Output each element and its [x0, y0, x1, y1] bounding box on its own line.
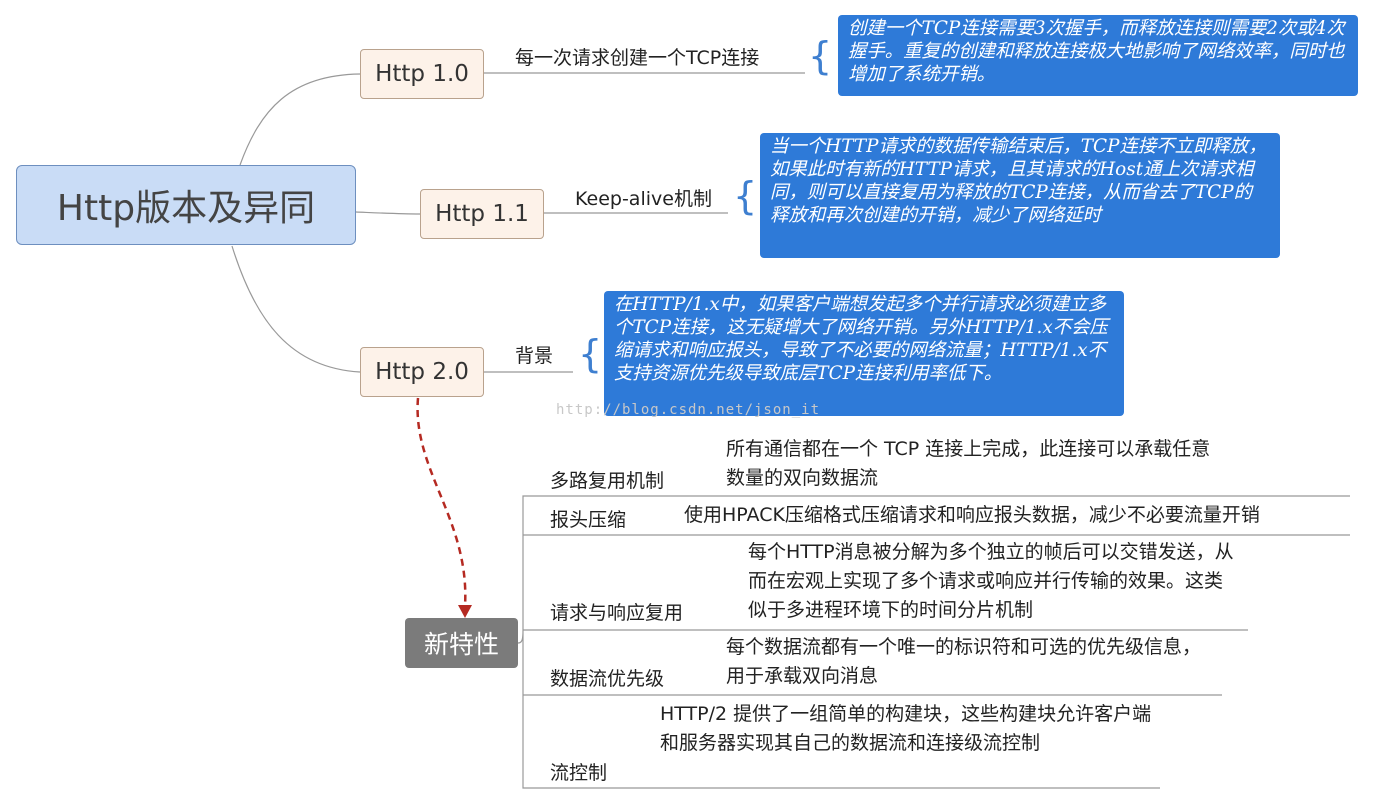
- features-node: 新特性: [405, 618, 518, 668]
- feature-desc-flow-control: HTTP/2 提供了一组简单的构建块，这些构建块允许客户端和服务器实现其自己的数…: [660, 703, 1152, 754]
- http10-note: 创建一个TCP连接需要3次握手，而释放连接则需要2次或4次握手。重复的创建和释放…: [838, 15, 1358, 96]
- root-to-http20-line: [231, 245, 361, 373]
- http10-label: 每一次请求创建一个TCP连接: [515, 47, 760, 69]
- http10-brace-icon: {: [808, 34, 833, 78]
- version-node-http10: Http 1.0: [360, 49, 484, 99]
- feature-desc-header-compression: 使用HPACK压缩格式压缩请求和响应报头数据，减少不必要流量开销: [684, 504, 1260, 526]
- http20-to-features-arrow: [416, 397, 467, 607]
- watermark: http://blog.csdn.net/json_it: [556, 402, 821, 418]
- feature-name-request-response-reuse: 请求与响应复用: [550, 602, 684, 624]
- version-name: Http 1.1: [435, 201, 529, 227]
- http11-label: Keep-alive机制: [575, 188, 712, 210]
- http20-brace-icon: {: [578, 332, 603, 376]
- feature-name-header-compression: 报头压缩: [550, 509, 627, 531]
- http20-note: 在HTTP/1.x中，如果客户端想发起多个并行请求必须建立多个TCP连接，这无疑…: [604, 291, 1124, 416]
- features-title: 新特性: [423, 630, 499, 659]
- feature-desc-request-response-reuse: 每个HTTP消息被分解为多个独立的帧后可以交错发送，从而在宏观上实现了多个请求或…: [748, 541, 1234, 621]
- http11-brace-icon: {: [733, 174, 758, 218]
- version-name: Http 2.0: [375, 359, 469, 385]
- feature-desc-stream-priority: 每个数据流都有一个唯一的标识符和可选的优先级信息，用于承载双向消息: [726, 636, 1202, 687]
- feature-name-stream-priority: 数据流优先级: [550, 668, 665, 690]
- root-title: Http版本及异同: [56, 188, 316, 229]
- features-bracket: [517, 495, 1350, 789]
- arrow-head: [458, 605, 472, 618]
- root-to-http10-line: [239, 73, 361, 166]
- version-node-http11: Http 1.1: [420, 189, 544, 239]
- feature-name-flow-control: 流控制: [550, 762, 608, 784]
- feature-name-multiplexing: 多路复用机制: [550, 470, 665, 492]
- http11-note: 当一个HTTP请求的数据传输结束后，TCP连接不立即释放，如果此时有新的HTTP…: [760, 133, 1280, 258]
- version-node-http20: Http 2.0: [360, 347, 484, 397]
- root-node: Http版本及异同: [16, 165, 356, 245]
- feature-desc-multiplexing: 所有通信都在一个 TCP 连接上完成，此连接可以承载任意数量的双向数据流: [726, 438, 1211, 489]
- http20-label: 背景: [515, 345, 554, 367]
- version-name: Http 1.0: [375, 61, 469, 87]
- root-to-http11-line: [355, 211, 421, 215]
